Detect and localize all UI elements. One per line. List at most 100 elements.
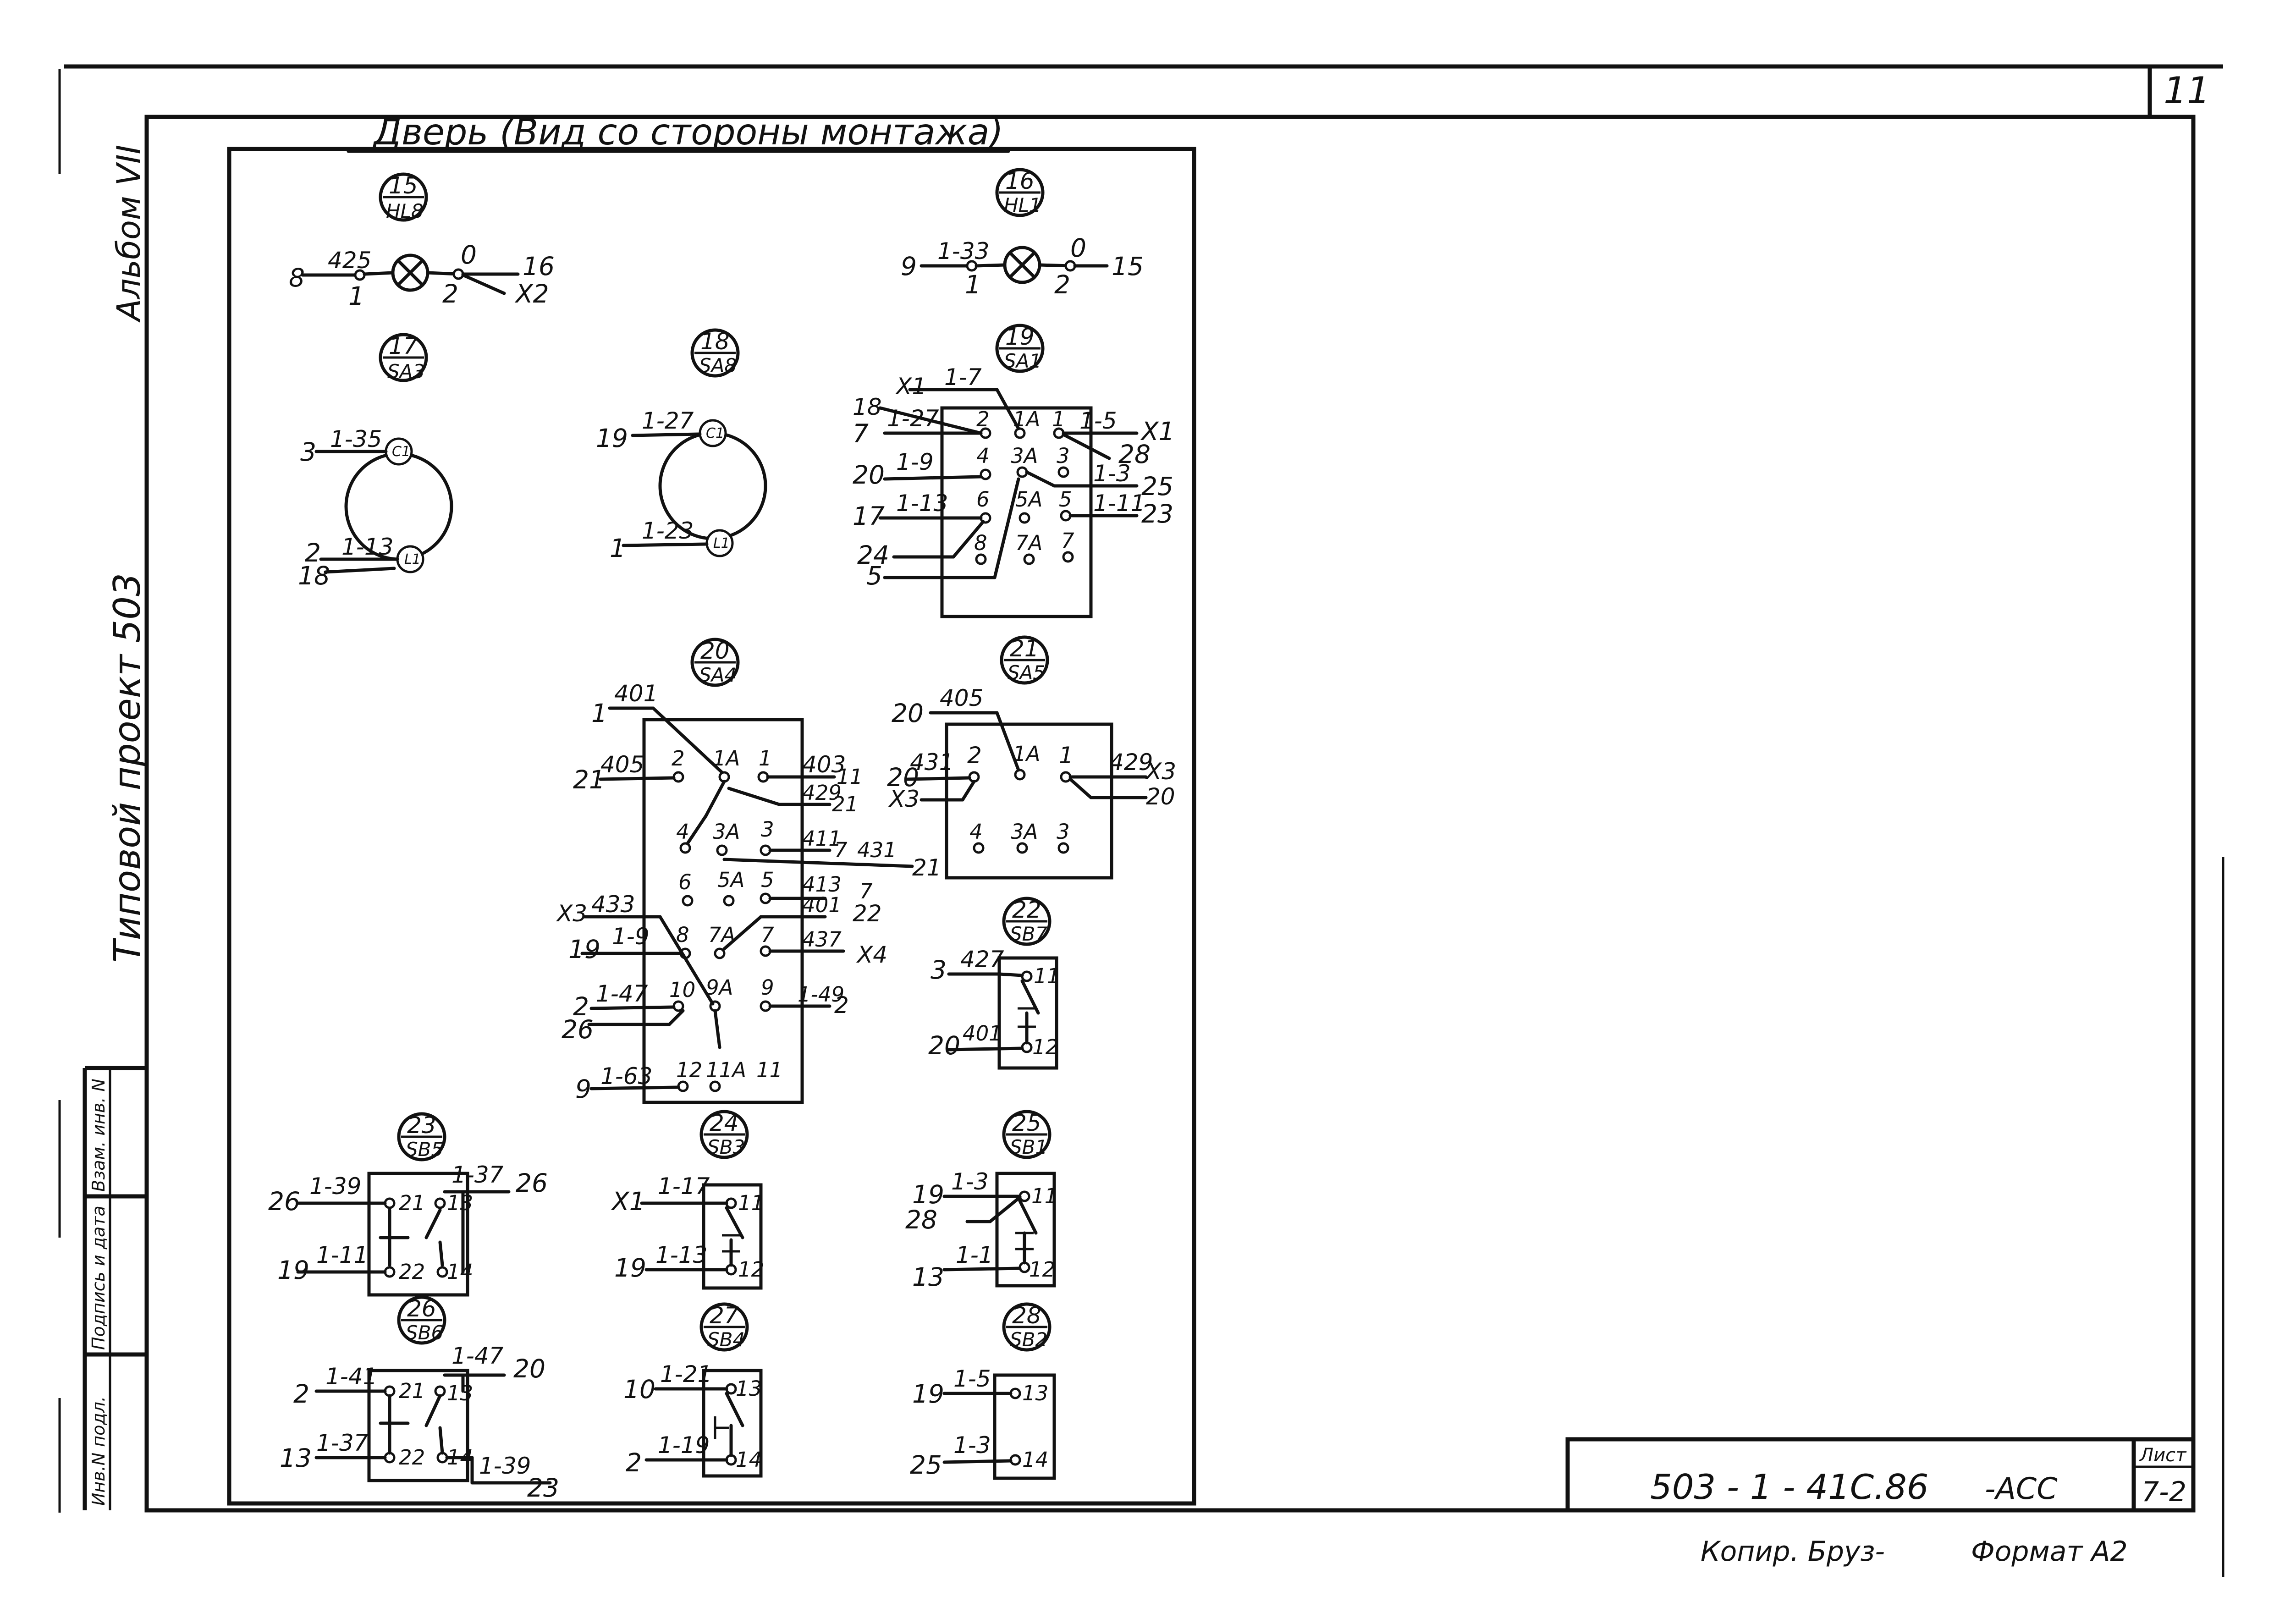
format-label: Формат А2 [1971, 1536, 2128, 1568]
terminal-label: 3 [1057, 444, 1070, 468]
terminal-label: 405 [940, 685, 983, 711]
terminal-label: 19 [596, 424, 628, 453]
terminal-label: 8 [289, 263, 305, 292]
terminal-label: 411 [802, 826, 842, 851]
terminal-label: 5 [1059, 487, 1072, 512]
terminal-label: X1 [895, 373, 926, 400]
device-sb6: 26 SB6 2 1-41 21 1-47 20 13 13 1-37 22 1… [280, 1295, 559, 1503]
terminal-label: 1A [1013, 742, 1040, 766]
terminal-label: 5 [866, 561, 882, 590]
terminal-label: 13 [912, 1262, 944, 1292]
terminal-label: 2 [573, 992, 589, 1021]
terminal-label: 1-35 [330, 426, 382, 452]
terminal-label: 25 [1141, 472, 1173, 501]
page-number: 11 [2164, 69, 2210, 112]
terminal-label: 4 [676, 820, 689, 844]
terminal-label: SA8 [699, 354, 737, 377]
terminal-label: 1-9 [612, 923, 650, 950]
terminal-label: X3 [1145, 758, 1176, 785]
terminal-label: 14 [1022, 1448, 1048, 1472]
device-sa4: 20 SA4 1 401 21 405 2 1A 1 40 [556, 638, 942, 1104]
terminal-label: 1-9 [896, 449, 934, 475]
terminal-label: 4 [976, 444, 990, 468]
terminal-label: 22 [399, 1260, 425, 1284]
terminal-label: 1A [1013, 407, 1040, 431]
terminal-label: SA3 [387, 360, 425, 383]
terminal-label: 1-27 [887, 405, 939, 432]
terminal-label: 7 [761, 923, 774, 947]
terminal-label: 1-47 [451, 1343, 504, 1369]
terminal-label: L1 [404, 551, 421, 567]
terminal-label: 0 [461, 240, 477, 270]
terminal-label: 9 [901, 252, 917, 281]
terminal-label: 401 [614, 680, 658, 707]
terminal-label: 2 [442, 279, 458, 308]
terminal-label: SA1 [1004, 350, 1041, 372]
terminal-label: 20 [853, 460, 885, 490]
terminal-label: 13 [1022, 1381, 1048, 1405]
terminal-label: 15 [1112, 252, 1144, 281]
device-sa1: 19 SA1 X1 1-7 18 7 1-27 2 1A 1 1-5 X1 28… [853, 324, 1175, 618]
terminal-label: 3 [761, 817, 774, 842]
terminal-label: 23 [407, 1112, 436, 1139]
terminal-label: 401 [963, 1021, 1002, 1046]
device-sb3: 24 SB3 X1 1-17 11 19 1-13 12 [611, 1110, 764, 1290]
title-block [1565, 1437, 2196, 1513]
terminal-label: 12 [738, 1257, 764, 1282]
terminal-label: 6 [976, 487, 990, 512]
terminal-label: 26 [516, 1168, 548, 1198]
terminal-label: 3 [931, 955, 947, 985]
terminal-label: 9 [575, 1074, 591, 1104]
terminal-label: 1-7 [944, 364, 982, 391]
album-label: Альбом VII [110, 145, 148, 323]
terminal-label: 431 [910, 749, 953, 776]
terminal-label: 19 [1005, 324, 1035, 350]
terminal-label: 22 [1012, 897, 1041, 923]
terminal-label: 0 [1070, 233, 1086, 263]
terminal-label: 20 [700, 638, 730, 664]
terminal-label: SA5 [1008, 661, 1045, 684]
terminal-label: 21 [1010, 635, 1039, 662]
terminal-label: 1 [1059, 742, 1074, 769]
terminal-label: 5A [717, 868, 744, 892]
terminal-label: 17 [389, 333, 418, 359]
terminal-label: 1 [591, 699, 607, 728]
terminal-label: 12 [1029, 1257, 1055, 1282]
terminal-label: SB7 [1010, 923, 1047, 945]
designation-suffix: -АСС [1985, 1472, 2058, 1506]
terminal-label: 25 [910, 1450, 942, 1480]
terminal-label: 1-47 [596, 980, 648, 1007]
terminal-label: 7A [1015, 531, 1042, 555]
terminal-label: 21 [832, 792, 858, 816]
terminal-label: SB2 [1010, 1328, 1047, 1351]
terminal-label: 8 [974, 531, 987, 555]
device-code: HL1 [1004, 194, 1041, 216]
terminal-label: 28 [905, 1205, 937, 1234]
terminal-label: 7 [1061, 528, 1074, 553]
terminal-label: 9A [706, 975, 733, 1000]
terminal-label: 1-41 [325, 1363, 377, 1390]
terminal-label: 12 [676, 1058, 702, 1082]
device-number: 16 [1005, 168, 1035, 194]
terminal-label: 3A [1011, 820, 1038, 844]
device-code: HL8 [386, 200, 424, 222]
terminal-label: SA4 [699, 664, 737, 686]
terminal-label: 20 [887, 763, 919, 792]
terminal-label: 3 [1057, 820, 1070, 844]
terminal-label: 1 [348, 281, 364, 311]
terminal-label: 1-17 [658, 1173, 710, 1200]
terminal-label: 10 [623, 1375, 655, 1404]
terminal-label: 11A [706, 1058, 746, 1082]
terminal-label: 1-37 [451, 1162, 504, 1188]
terminal-label: X2 [514, 279, 549, 308]
terminal-label: 20 [892, 699, 924, 728]
terminal-label: 24 [710, 1110, 739, 1136]
terminal-label: 4 [969, 820, 983, 844]
terminal-label: 1-3 [953, 1432, 991, 1459]
terminal-label: 1-5 [1079, 407, 1117, 434]
terminal-label: 26 [407, 1295, 436, 1322]
door-heading: Дверь (Вид со стороны монтажа) [372, 112, 1003, 153]
terminal-label: 1-5 [953, 1365, 991, 1392]
terminal-label: 2 [305, 538, 321, 567]
terminal-label: 19 [912, 1180, 944, 1209]
